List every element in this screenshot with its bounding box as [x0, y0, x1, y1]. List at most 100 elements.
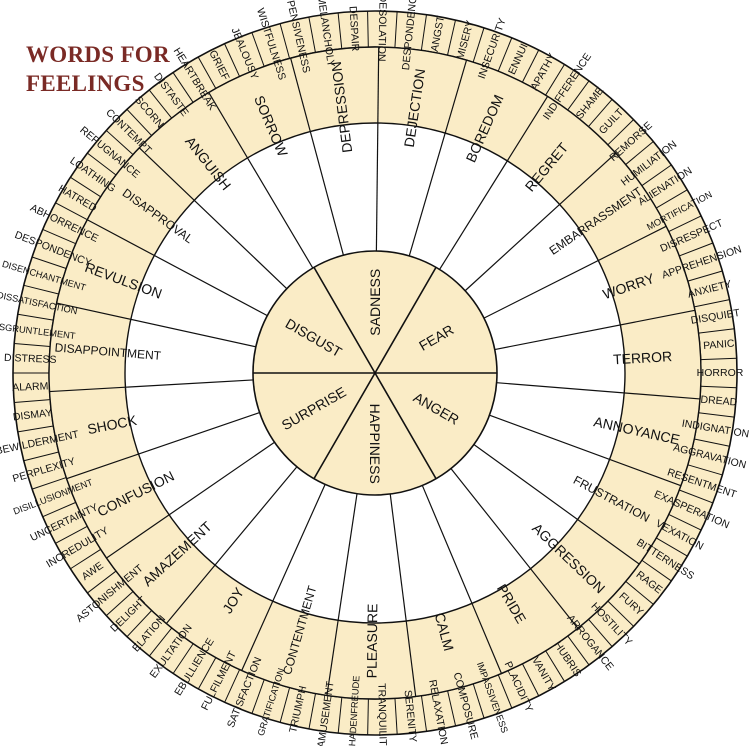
middle-divider — [421, 485, 503, 674]
core-label-sadness: SADNESS — [367, 269, 383, 336]
outer-label-desolation: DESOLATION — [375, 0, 388, 62]
outer-divider — [447, 19, 457, 56]
outer-divider — [126, 610, 153, 638]
outer-divider — [679, 242, 714, 257]
outer-divider — [641, 559, 672, 582]
outer-divider — [367, 11, 369, 48]
outer-divider — [279, 687, 291, 723]
page-title: WORDS FOR FEELINGS — [26, 40, 170, 98]
outer-divider — [308, 17, 316, 53]
outer-divider — [567, 80, 590, 111]
middle-divider — [494, 309, 696, 351]
outer-divider — [70, 176, 102, 198]
outer-divider — [17, 425, 54, 433]
outer-divider — [588, 619, 613, 647]
outer-divider — [105, 130, 134, 155]
middle-divider — [464, 152, 617, 292]
middle-divider — [66, 411, 260, 480]
title-line-2: FEELINGS — [26, 71, 145, 96]
outer-divider — [148, 89, 173, 119]
outer-divider — [367, 698, 369, 735]
outer-divider — [668, 513, 702, 531]
outer-divider — [106, 591, 134, 616]
outer-divider — [279, 23, 291, 59]
outer-divider — [641, 164, 672, 187]
outer-divider — [420, 695, 428, 732]
outer-divider — [698, 328, 735, 334]
outer-divider — [337, 697, 343, 734]
outer-divider — [698, 412, 735, 418]
outer-divider — [655, 537, 688, 557]
outer-divider — [31, 256, 67, 269]
outer-label-serenity: SERENITY — [402, 689, 419, 742]
outer-divider — [31, 477, 67, 490]
middle-divider — [138, 147, 288, 290]
outer-divider — [55, 202, 88, 221]
middle-divider — [450, 468, 579, 629]
outer-label-tranquility: TRANQUILITY — [375, 683, 388, 746]
middle-divider — [483, 225, 667, 319]
outer-divider — [655, 189, 688, 209]
middle-divider — [389, 493, 417, 697]
middle-divider — [56, 302, 256, 348]
outer-divider — [607, 119, 634, 146]
middle-divider — [208, 92, 314, 269]
outer-divider — [521, 663, 540, 697]
middle-divider — [241, 484, 326, 671]
core-divider — [374, 372, 437, 480]
middle-divider — [165, 466, 298, 624]
outer-divider — [87, 152, 117, 176]
outer-divider — [197, 56, 217, 89]
outer-divider — [172, 643, 194, 674]
outer-divider — [197, 657, 217, 690]
outer-divider — [420, 14, 427, 51]
outer-divider — [23, 284, 59, 295]
outer-divider — [497, 37, 513, 72]
core-ring — [252, 250, 498, 496]
outer-divider — [521, 49, 540, 83]
outer-label-schadenfreude: SCHADENFREUDE — [346, 675, 361, 746]
outer-divider — [700, 357, 737, 361]
outer-divider — [679, 489, 714, 504]
outer-divider — [148, 627, 173, 657]
outer-divider — [694, 438, 730, 447]
core-divider — [313, 266, 376, 374]
outer-label-distress: DISTRESS — [4, 352, 57, 366]
middle-divider — [290, 57, 345, 256]
outer-divider — [668, 215, 702, 232]
outer-divider — [447, 690, 457, 727]
middle-divider — [408, 59, 468, 257]
outer-divider — [126, 109, 152, 136]
outer-divider — [224, 669, 241, 703]
outer-divider — [394, 11, 398, 48]
outer-divider — [87, 570, 117, 594]
outer-divider — [394, 698, 398, 735]
outer-divider — [472, 683, 485, 719]
outer-divider — [545, 64, 565, 96]
core-divider — [374, 266, 437, 374]
outer-label-panic: PANIC — [703, 338, 736, 353]
middle-divider — [49, 379, 254, 393]
outer-divider — [545, 650, 565, 682]
middle-divider — [473, 443, 640, 565]
outer-divider — [607, 600, 634, 627]
outer-divider — [588, 99, 613, 127]
outer-divider — [700, 385, 737, 389]
outer-divider — [23, 451, 59, 462]
outer-divider — [55, 525, 88, 544]
outer-divider — [70, 548, 102, 570]
outer-label-horror: HORROR — [697, 367, 744, 379]
outer-divider — [497, 674, 513, 709]
outer-divider — [224, 43, 240, 77]
outer-divider — [687, 464, 723, 476]
outer-divider — [251, 32, 265, 67]
middle-divider — [496, 382, 701, 400]
outer-divider — [567, 635, 590, 666]
middle-divider — [375, 47, 380, 252]
middle-divider — [326, 493, 358, 696]
middle-divider — [86, 219, 268, 317]
middle-divider — [439, 96, 549, 270]
outer-divider — [42, 501, 76, 518]
outer-divider — [625, 581, 654, 605]
